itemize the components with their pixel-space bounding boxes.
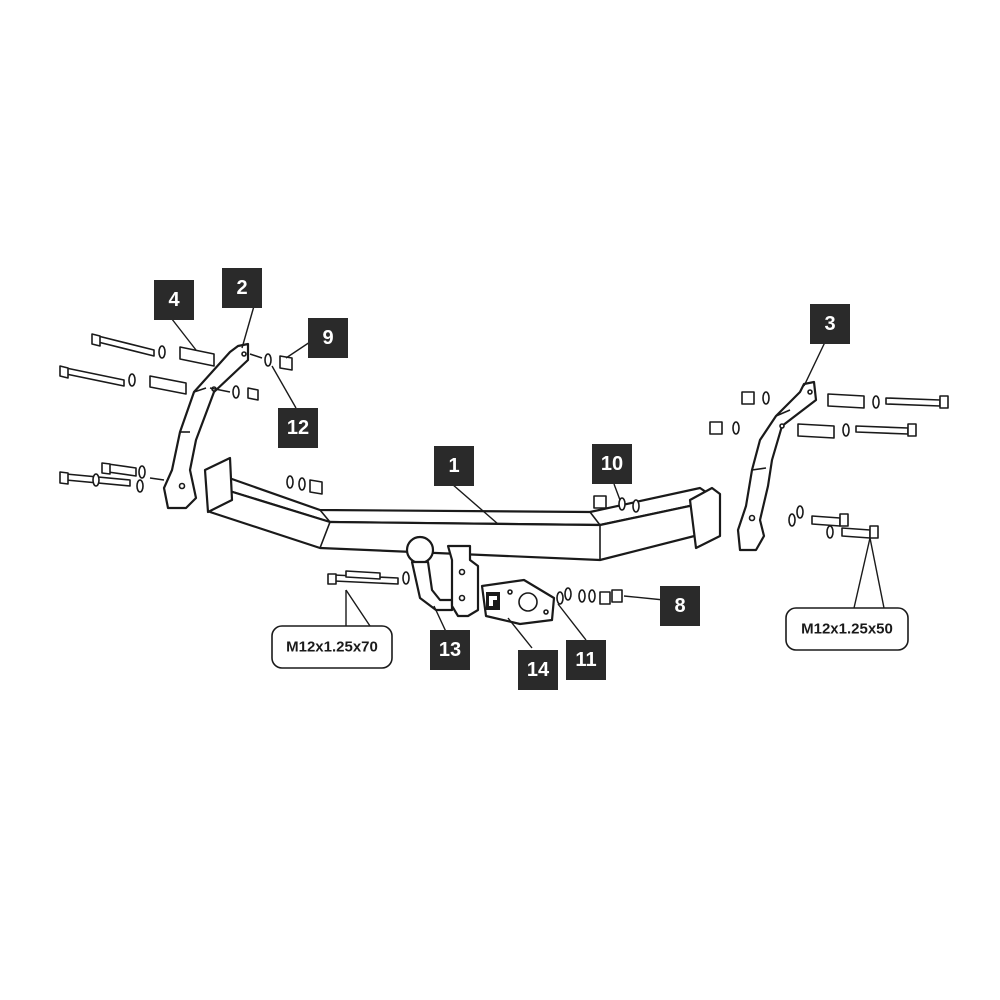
svg-text:9: 9 bbox=[322, 327, 333, 349]
part-tag-2: 2 bbox=[222, 268, 262, 308]
svg-text:1: 1 bbox=[448, 455, 459, 477]
svg-text:12: 12 bbox=[287, 417, 309, 439]
part-tag-3: 3 bbox=[810, 304, 850, 344]
svg-text:8: 8 bbox=[674, 595, 685, 617]
left-fasteners bbox=[59, 333, 323, 495]
left-bracket bbox=[162, 342, 250, 510]
cross-beam bbox=[203, 456, 722, 562]
part-tag-11: 11 bbox=[566, 640, 606, 680]
part-tag-1: 1 bbox=[434, 446, 474, 486]
bolt-callout-left: M12x1.25x70 bbox=[271, 625, 393, 669]
svg-text:14: 14 bbox=[527, 659, 550, 681]
svg-text:2: 2 bbox=[236, 277, 247, 299]
part-tag-4: 4 bbox=[154, 280, 194, 320]
svg-text:3: 3 bbox=[824, 313, 835, 335]
tow-ball-assembly bbox=[327, 535, 480, 618]
part-tag-9: 9 bbox=[308, 318, 348, 358]
leader-lines bbox=[167, 305, 885, 649]
part-tag-14: 14 bbox=[518, 650, 558, 690]
part-tag-10: 10 bbox=[592, 444, 632, 484]
svg-text:M12x1.25x50: M12x1.25x50 bbox=[801, 621, 893, 638]
part-tag-12: 12 bbox=[278, 408, 318, 448]
bolt-callout-right: M12x1.25x50 bbox=[785, 607, 909, 651]
socket-plate bbox=[480, 578, 623, 626]
part-tag-8: 8 bbox=[660, 586, 700, 626]
svg-text:4: 4 bbox=[168, 289, 180, 311]
svg-text:13: 13 bbox=[439, 639, 461, 661]
svg-text:11: 11 bbox=[575, 649, 596, 671]
svg-text:10: 10 bbox=[601, 453, 623, 475]
right-bracket bbox=[736, 380, 818, 552]
svg-text:M12x1.25x70: M12x1.25x70 bbox=[286, 639, 378, 656]
right-fasteners bbox=[593, 391, 949, 539]
part-tag-13: 13 bbox=[430, 630, 470, 670]
